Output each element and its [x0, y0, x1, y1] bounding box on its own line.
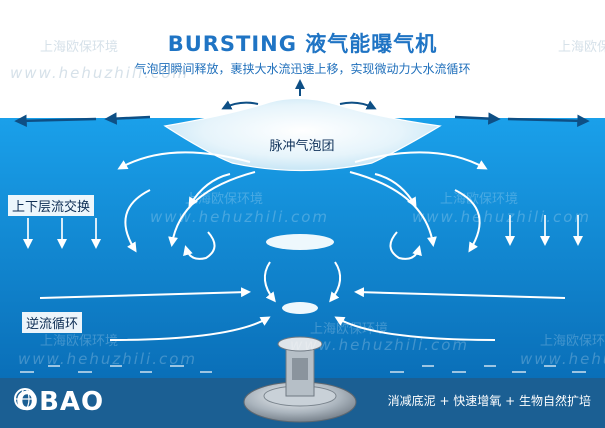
watermark-company: 上海欧保环境	[558, 40, 605, 55]
page-title: BURSTING 液气能曝气机	[167, 32, 438, 56]
brand-logo: OBAO	[16, 387, 105, 417]
bubble-cluster-shape	[163, 97, 442, 172]
vortex-right	[389, 231, 422, 260]
bottom-flow-right-2	[334, 316, 496, 341]
circulation-arc-left-outer	[117, 151, 251, 170]
reverse-circulation-label: 逆流循环	[22, 312, 83, 333]
rising-bubble-lower	[282, 302, 318, 314]
watermark-company: 上海欧保环境	[40, 334, 119, 349]
sediment-dashes	[20, 365, 586, 373]
watermark-url: www.hehuzhili.com	[10, 64, 190, 82]
bottom-flow-right	[354, 287, 566, 299]
spray-arrow-right	[339, 100, 377, 110]
circulation-arc-right-mid	[374, 173, 417, 208]
bottom-flow-left	[39, 287, 251, 299]
vortex-right-large	[454, 189, 481, 253]
globe-icon	[14, 388, 36, 410]
bottom-flow-right-3	[329, 261, 342, 303]
watermark-company: 上海欧保环境	[440, 192, 519, 207]
watermark-company: 上海欧保环境	[540, 334, 605, 349]
layer-exchange-label: 上下层流交换	[8, 195, 95, 216]
surface-arrow-left-2	[14, 114, 97, 128]
bottom-flow-left-2	[109, 316, 271, 341]
circulation-arc-right-wide	[349, 171, 437, 247]
vortex-left	[183, 231, 216, 260]
surface-arrow-left-1	[104, 112, 151, 125]
bubble-cluster-label: 脉冲气泡团	[269, 139, 335, 154]
bottom-flow-left-3	[263, 261, 276, 303]
watermark-url: www.hehuzhili.com	[290, 336, 470, 354]
watermark-url: www.hehuzhili.com	[150, 208, 330, 226]
spray-arrow-left	[221, 100, 259, 110]
watermark-company: 上海欧保环境	[310, 322, 389, 337]
circulation-arc-left-wide	[168, 171, 256, 247]
watermark-company: 上海欧保环境	[40, 40, 119, 55]
watermark-url: www.hehuzhili.com	[412, 208, 592, 226]
vortex-left-large	[124, 189, 151, 253]
surface-arrow-right-1	[454, 112, 501, 125]
watermark-url: www.hehuzhili.com	[520, 350, 605, 368]
surface-arrow-right-2	[507, 114, 590, 128]
watermark-company: 上海欧保环境	[185, 192, 264, 207]
circulation-arc-left-mid	[188, 173, 231, 208]
aerator-diffuser	[243, 336, 357, 423]
rising-bubble-upper	[266, 234, 334, 250]
page-subtitle: 气泡团瞬间释放，裹挟大水流迅速上移，实现微动力大水流循环	[134, 62, 471, 76]
circulation-arc-right-outer	[354, 151, 488, 170]
watermark-url: www.hehuzhili.com	[18, 350, 198, 368]
footer-tagline: 消减底泥 + 快速增氧 + 生物自然扩培	[387, 394, 591, 408]
